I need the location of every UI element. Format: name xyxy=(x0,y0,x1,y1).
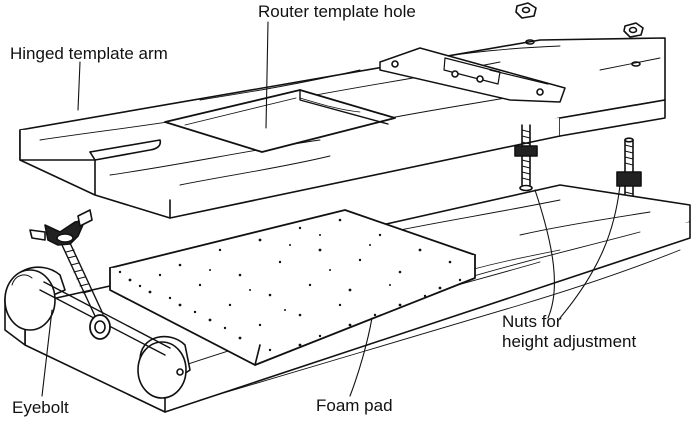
threaded-rod-left xyxy=(514,124,538,192)
router-template-hole xyxy=(164,89,396,153)
leader-lines xyxy=(41,21,621,397)
leader-eyebolt xyxy=(41,309,53,397)
eyebolt-assembly xyxy=(4,209,191,399)
leader-router-hole xyxy=(265,21,269,129)
label-eyebolt: Eyebolt xyxy=(12,398,69,417)
label-foam-pad: Foam pad xyxy=(316,396,393,415)
foam-pad xyxy=(109,209,476,366)
loose-nut-icon xyxy=(515,2,537,19)
label-hinged-template-arm: Hinged template arm xyxy=(10,44,168,63)
hinge xyxy=(379,47,566,103)
leader-template-arm xyxy=(77,61,81,111)
loose-nut-icon xyxy=(623,22,644,38)
label-height-adjustment: height adjustment xyxy=(502,332,637,351)
label-router-template-hole: Router template hole xyxy=(258,2,416,21)
foam-texture xyxy=(118,218,462,352)
leader-foam-pad xyxy=(349,317,373,397)
label-nuts-for: Nuts for xyxy=(502,312,562,331)
leader-nuts-left xyxy=(534,189,555,319)
leader-nuts-right xyxy=(559,184,621,319)
